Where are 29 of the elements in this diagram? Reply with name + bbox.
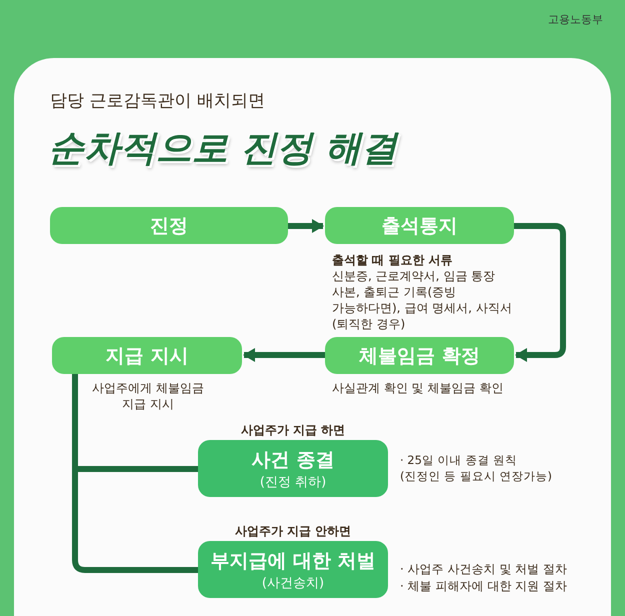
process-box (52, 337, 242, 374)
note-heading: 출석할 때 필요한 서류 (332, 252, 454, 268)
box-title: 출석통지 (382, 214, 458, 238)
title: 순차적으로 진정 해결 (48, 127, 398, 171)
subtitle: 담당 근로감독관이 배치되면 (50, 90, 265, 112)
box-title: 사건 종결 (252, 448, 334, 472)
arrow (288, 219, 324, 233)
box-title: 부지급에 대한 처벌 (210, 548, 376, 574)
process-box (198, 541, 388, 598)
arrow (514, 223, 566, 362)
note-text: · 체불 피해자에 대한 지원 절차 (400, 578, 568, 594)
box-title: 지급 지시 (106, 344, 188, 368)
process-box (198, 440, 388, 497)
process-box (50, 207, 288, 244)
box-title: 체불임금 확정 (359, 344, 480, 368)
box-title: 진정 (150, 214, 188, 238)
note-text: · 25일 이내 종결 원칙 (진정인 등 필요시 연장가능) (400, 452, 553, 484)
arrow (243, 348, 325, 362)
note-text: 사업주에게 체불임금 지급 지시 (91, 380, 205, 412)
process-box (325, 207, 514, 244)
process-box (325, 337, 514, 374)
condition-text: 사업주가 지급 안하면 (234, 523, 352, 539)
condition-text: 사업주가 지급 하면 (240, 422, 346, 438)
note-text: · 사업주 사건송치 및 처벌 절차 (400, 561, 568, 577)
box-subtitle: (진정 취하) (260, 474, 326, 490)
note-text: 사실관계 확인 및 체불임금 확인 (332, 380, 504, 396)
note-text: 신분증, 근로계약서, 임금 통장 사본, 출퇴근 기록(증빙 가능하다면), 급여 명세서, 사직서(퇴직한 경우) (332, 268, 513, 332)
header-text: 고용노동부 (548, 12, 603, 27)
box-subtitle: (사건송치) (262, 574, 324, 592)
